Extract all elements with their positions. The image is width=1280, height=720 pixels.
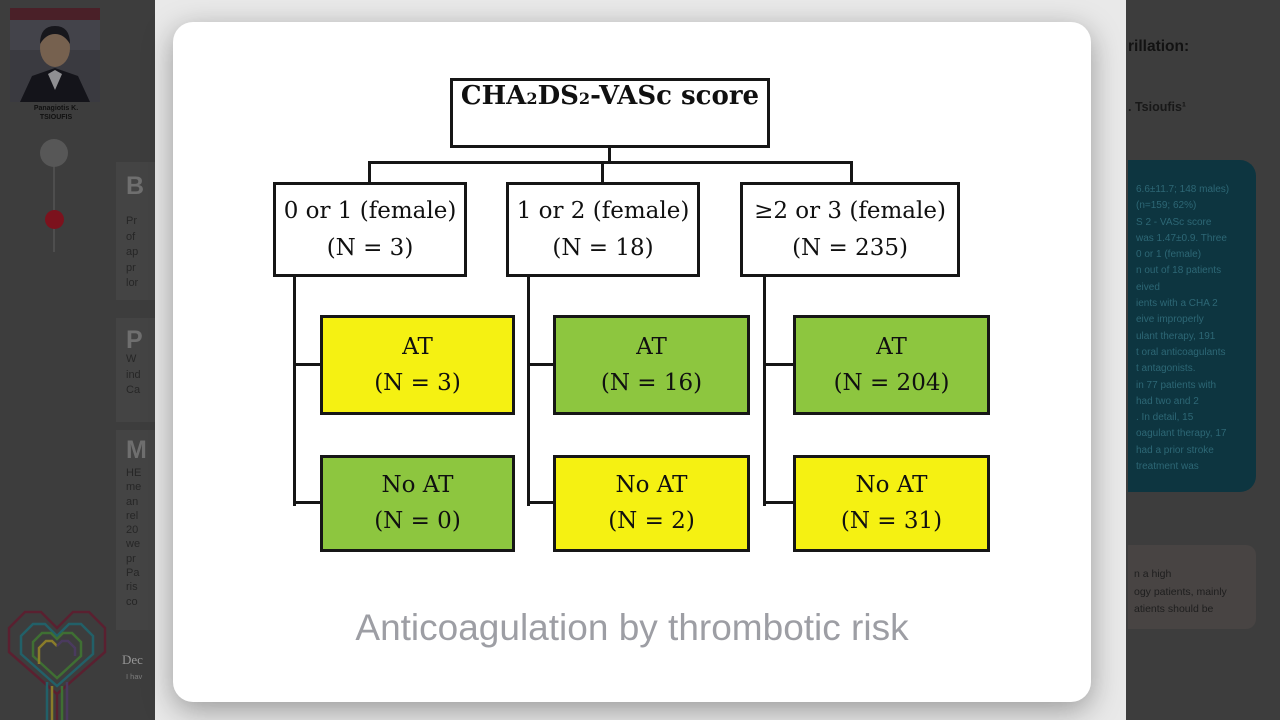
node-label: -VASc score [590, 81, 760, 111]
speaker-photo[interactable] [10, 8, 100, 102]
connector-line [368, 161, 853, 164]
connector-line [850, 161, 853, 182]
node-label: AT [876, 333, 907, 360]
node-label: No AT [855, 472, 928, 498]
flowchart-node-at-3: AT (N = 204) [793, 315, 990, 415]
node-count: (N = 3) [326, 234, 414, 261]
node-label: 0 or 1 (female) [283, 197, 457, 224]
timeline-step-dot-active[interactable] [45, 210, 64, 229]
flowchart-node-noat-2: No AT (N = 2) [553, 455, 750, 552]
section-text-fragment: W ind Ca [126, 353, 141, 396]
flowchart-node-noat-3: No AT (N = 31) [793, 455, 990, 552]
results-panel: 6.6±11.7; 148 males) (n=159; 62%) S 2 - … [1128, 160, 1256, 492]
timeline-step-dot-current[interactable] [40, 139, 68, 167]
connector-line [608, 148, 611, 164]
poster-title-fragment: rillation: [1128, 38, 1190, 55]
connector-line [527, 363, 553, 366]
connector-line [293, 501, 320, 504]
node-label: No AT [615, 472, 688, 498]
node-count: (N = 18) [552, 234, 654, 261]
section-text-fragment: HE me an rel 20 we pr Pa ris co [126, 467, 142, 608]
timeline-connector [53, 150, 55, 252]
section-heading-fragment: P [126, 326, 143, 354]
poster-left-panel: Panagiotis K. TSIOUFIS B Pr of ap pr lor… [0, 0, 155, 720]
flowchart-node-at-1: AT (N = 3) [320, 315, 515, 415]
node-label: No AT [381, 472, 454, 498]
flowchart-node-score-2-3: ≥2 or 3 (female) (N = 235) [740, 182, 960, 277]
node-count: (N = 16) [600, 369, 703, 396]
node-count: (N = 2) [608, 508, 695, 534]
flowchart-node-noat-1: No AT (N = 0) [320, 455, 515, 552]
node-count: (N = 3) [374, 369, 461, 396]
connector-line [601, 161, 604, 182]
poster-section-card [116, 162, 155, 300]
section-heading-fragment: M [126, 436, 147, 464]
poster-section-card [116, 430, 155, 630]
speaker-name: Panagiotis K. TSIOUFIS [33, 105, 79, 121]
conclusions-text-fragment: n a high ogy patients, mainly atients sh… [1134, 568, 1227, 615]
node-label: ≥2 or 3 (female) [754, 197, 946, 224]
speaker-photo-card [10, 8, 100, 102]
connector-line [293, 277, 296, 506]
poster-authors-fragment: . Tsioufis¹ [1128, 100, 1187, 114]
node-label-subscript: 2 [578, 89, 591, 108]
node-count: (N = 235) [792, 234, 908, 261]
node-label: DS [537, 81, 579, 111]
section-heading-fragment: B [126, 172, 145, 200]
declaration-text-fragment: I hav [126, 672, 143, 681]
connector-line [763, 277, 766, 506]
node-count: (N = 31) [840, 508, 943, 534]
connector-line [368, 161, 371, 182]
node-label: AT [402, 333, 433, 360]
node-label: CHA [460, 81, 527, 111]
connector-line [763, 501, 793, 504]
connector-line [527, 501, 553, 504]
node-label-subscript: 2 [526, 89, 538, 108]
poster-right-panel: rillation: . Tsioufis¹ 6.6±11.7; 148 mal… [1126, 0, 1280, 720]
conclusions-panel: n a high ogy patients, mainly atients sh… [1128, 545, 1256, 629]
figure-caption: Anticoagulation by thrombotic risk [355, 607, 909, 648]
node-count: (N = 0) [374, 508, 461, 534]
flowchart-node-at-2: AT (N = 16) [553, 315, 750, 415]
flowchart-node-score-0-1: 0 or 1 (female) (N = 3) [273, 182, 467, 277]
node-count: (N = 204) [833, 369, 950, 396]
connector-line [293, 363, 320, 366]
connector-line [527, 277, 530, 506]
section-text-fragment: Pr of ap pr lor [126, 215, 139, 289]
node-label: AT [636, 333, 667, 360]
flowchart-node-score-1-2: 1 or 2 (female) (N = 18) [506, 182, 700, 277]
node-label: 1 or 2 (female) [516, 197, 690, 224]
declaration-heading-fragment: Dec [122, 652, 143, 667]
results-text-fragment: 6.6±11.7; 148 males) (n=159; 62%) S 2 - … [1136, 184, 1230, 473]
congress-heart-logo [7, 610, 107, 720]
poster-section-card [116, 318, 155, 422]
connector-line [763, 363, 793, 366]
